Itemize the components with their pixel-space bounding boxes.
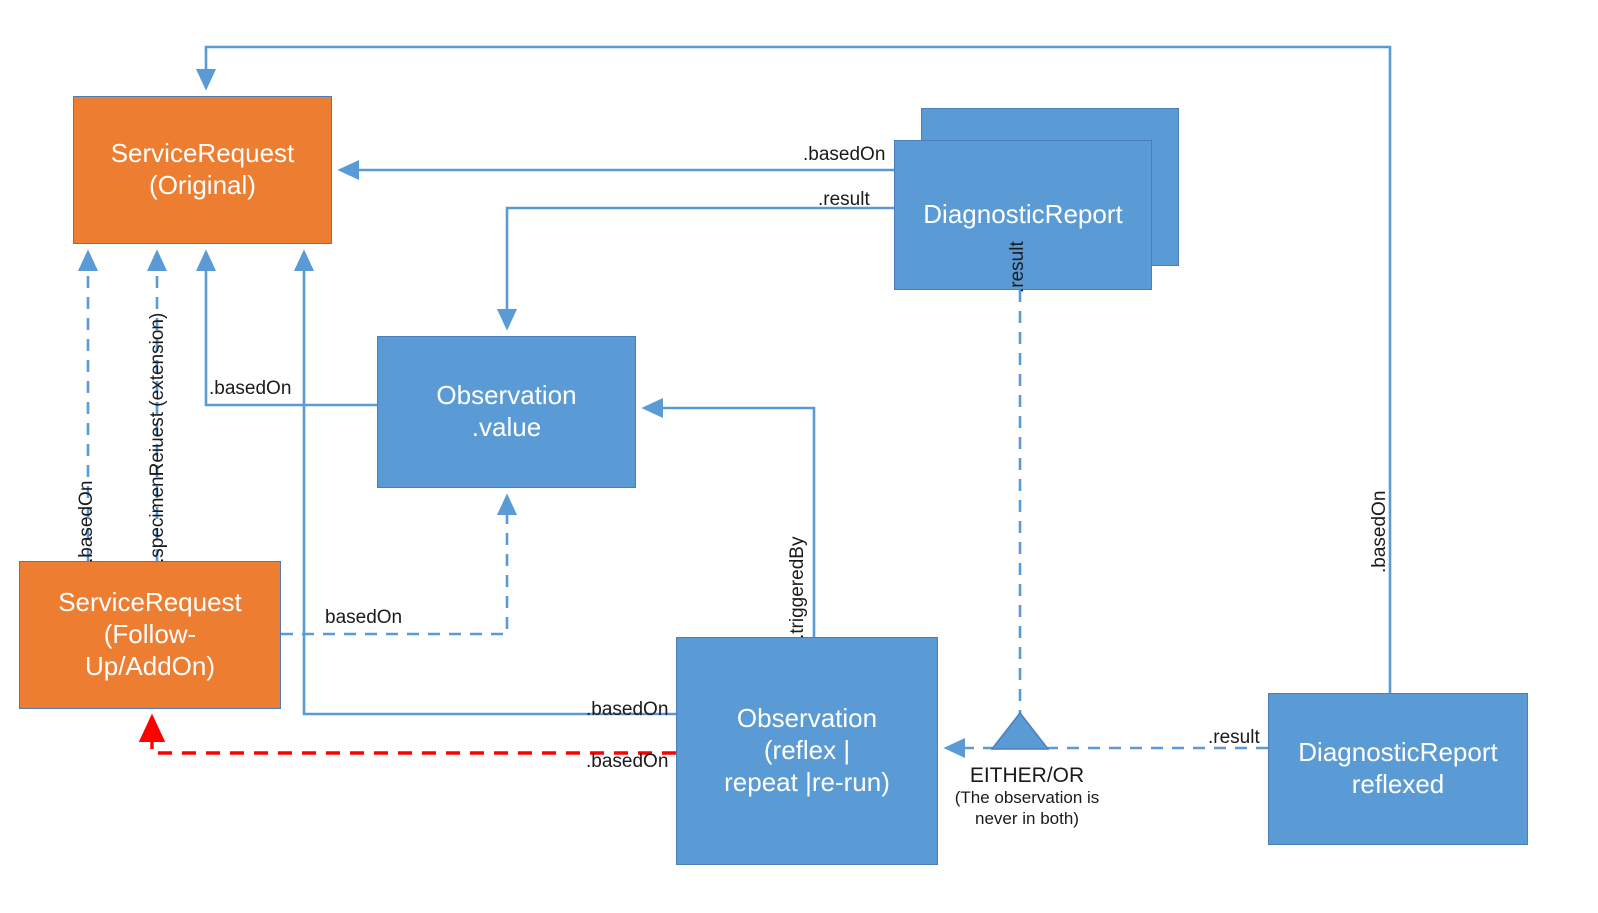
conn-report-result-to-observation	[496, 206, 894, 331]
either-or-detail: (The observation is never in both)	[954, 788, 1100, 828]
label-result-reflexed: .result	[1208, 727, 1260, 748]
node-observation-reflex[interactable]: Observation (reflex | repeat |re-run)	[676, 637, 938, 865]
either-or-triangle-icon	[990, 711, 1050, 750]
label-basedon-reflex-red: .basedOn	[586, 751, 669, 772]
label-specimen-request: .specimenReiuest (extension)	[147, 312, 168, 563]
node-service-request-follow-up[interactable]: ServiceRequest (Follow- Up/AddOn)	[19, 561, 281, 709]
node-diagnostic-report-reflexed[interactable]: DiagnosticReport reflexed	[1268, 693, 1528, 845]
label-basedon-report-top: .basedOn	[803, 144, 886, 165]
label-basedon-reflex-blue: .basedOn	[586, 699, 669, 720]
label-basedon-right-vertical: .basedOn	[1369, 490, 1390, 573]
label-basedon-followup: basedOn	[325, 607, 403, 628]
label-basedon-left: .basedOn	[76, 480, 97, 563]
label-basedon-observation: .basedOn	[209, 378, 292, 399]
label-result-vertical: .result	[1007, 241, 1028, 293]
either-or-title: EITHER/OR	[969, 764, 1085, 787]
label-result-report: .result	[818, 189, 870, 210]
label-triggeredby: .triggeredBy	[787, 536, 808, 639]
conn-reflex-basedon-to-sr-followup	[138, 713, 676, 755]
node-observation-value[interactable]: Observation .value	[377, 336, 636, 488]
node-service-request-original[interactable]: ServiceRequest (Original)	[73, 96, 332, 244]
either-or-note: EITHER/OR (The observation is never in b…	[927, 763, 1127, 829]
